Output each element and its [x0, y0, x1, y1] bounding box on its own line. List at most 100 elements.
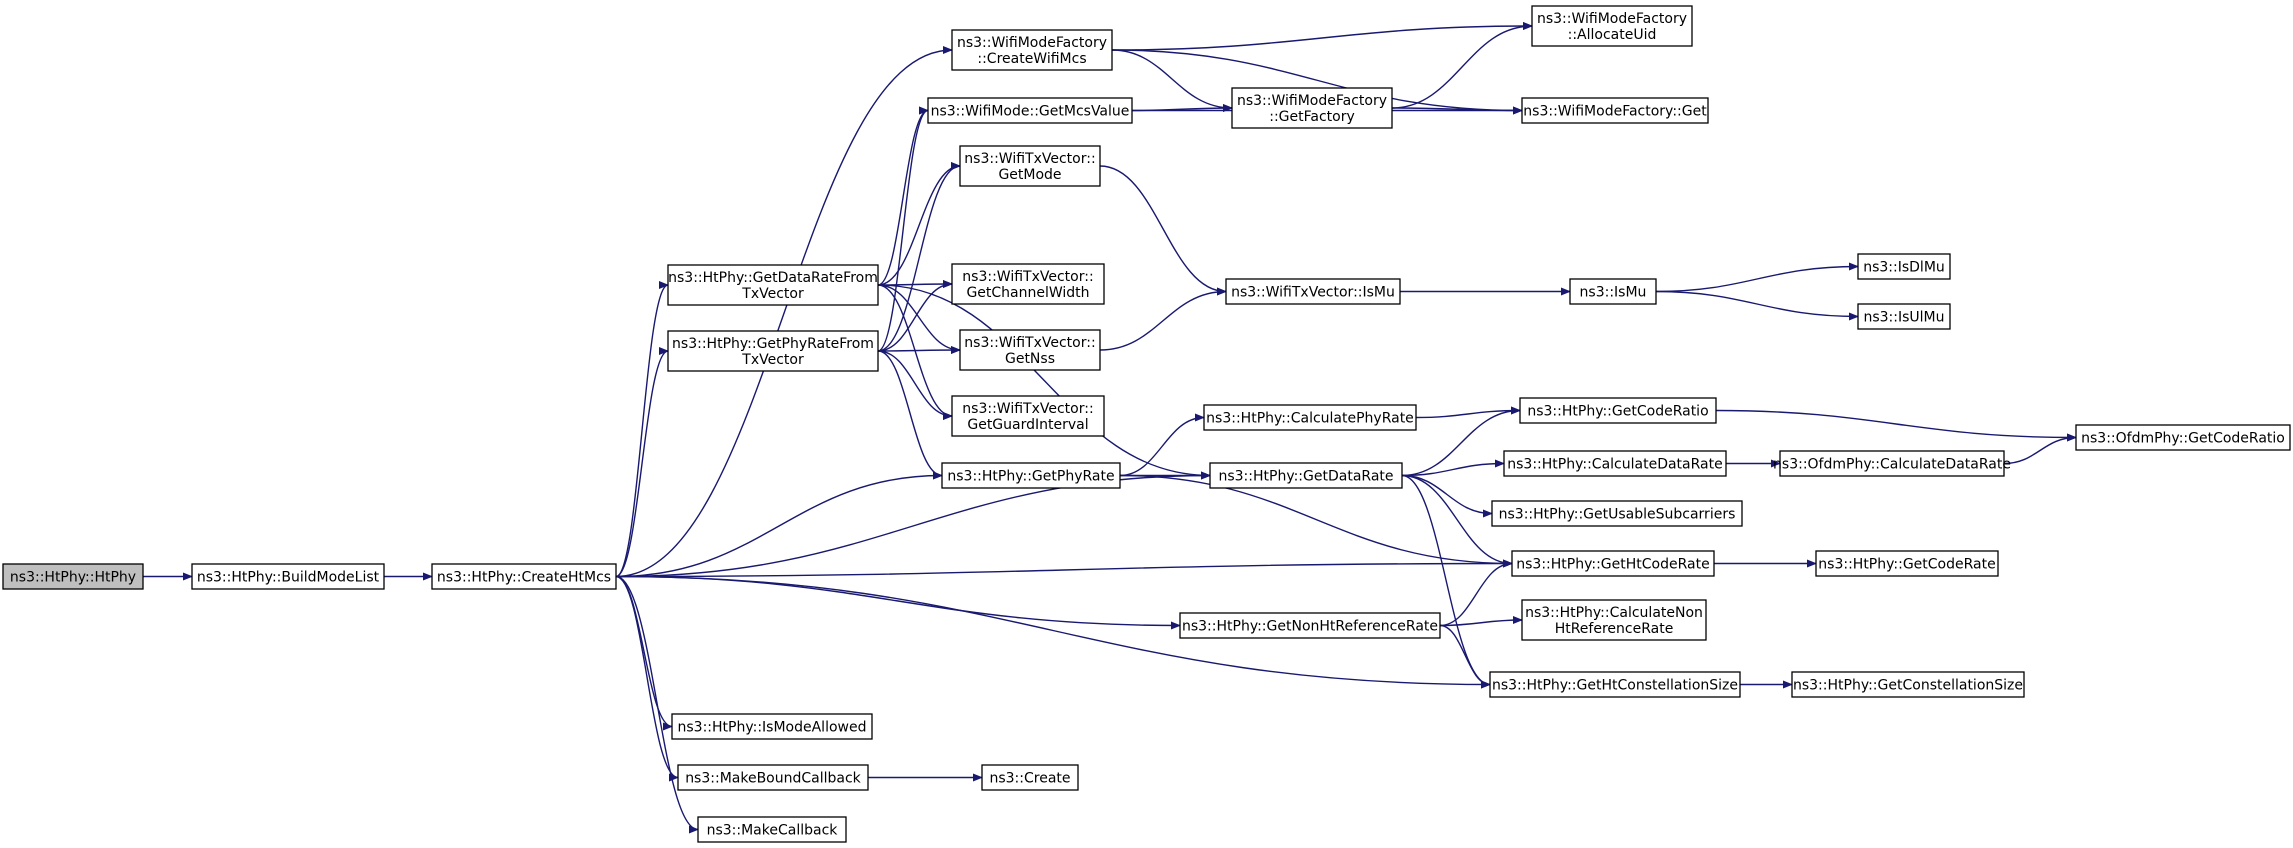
node-box-makecallback[interactable]	[697, 816, 847, 843]
node-gethtconstellationsize[interactable]: ns3::HtPhy::GetHtConstellationSize	[1489, 671, 1741, 698]
edge-getfactory-to-factoryget	[1391, 106, 1523, 115]
node-getnonhtreferencerate[interactable]: ns3::HtPhy::GetNonHtReferenceRate	[1179, 612, 1441, 639]
node-box-ofdmcalculatedatarate[interactable]	[1779, 450, 2005, 477]
node-box-getusablesubcarriers[interactable]	[1491, 500, 1743, 527]
node-htphy[interactable]: ns3::HtPhy::HtPhy	[2, 563, 144, 590]
node-getfactory[interactable]: ns3::WifiModeFactory::GetFactory	[1231, 87, 1393, 129]
node-box-getfactory[interactable]	[1231, 87, 1393, 129]
node-label-makeboundcallback-line-0: ns3::MakeBoundCallback	[685, 771, 861, 787]
node-createwifimcs[interactable]: ns3::WifiModeFactory::CreateWifiMcs	[951, 29, 1113, 71]
node-getdatarate[interactable]: ns3::HtPhy::GetDataRate	[1209, 462, 1403, 489]
node-box-getcoderate[interactable]	[1815, 550, 1999, 577]
node-getcoderatio[interactable]: ns3::HtPhy::GetCodeRatio	[1519, 397, 1717, 424]
node-box-getconstellationsize[interactable]	[1791, 671, 2025, 698]
node-box-getnss[interactable]	[959, 329, 1101, 371]
node-calculatephyrate[interactable]: ns3::HtPhy::CalculatePhyRate	[1203, 404, 1417, 431]
node-label-txismu-line-0: ns3::WifiTxVector::IsMu	[1231, 285, 1395, 301]
node-box-ismodeallowed[interactable]	[671, 713, 873, 740]
node-box-getcoderatio[interactable]	[1519, 397, 1717, 424]
node-label-getnss-line-0: ns3::WifiTxVector::	[964, 335, 1095, 351]
node-getphyrate[interactable]: ns3::HtPhy::GetPhyRate	[941, 462, 1121, 489]
node-box-gethtcoderate[interactable]	[1511, 550, 1715, 577]
edge-createwifimcs-to-factoryget	[1111, 49, 1523, 115]
node-box-getnonhtreferencerate[interactable]	[1179, 612, 1441, 639]
node-ismu[interactable]: ns3::IsMu	[1569, 278, 1657, 305]
node-box-txgetmode[interactable]	[959, 145, 1101, 187]
node-box-calculatenonhtreferencerate[interactable]	[1521, 599, 1707, 641]
node-box-isulmu[interactable]	[1857, 303, 1951, 330]
edge-getdatarate-to-calculatedatarate	[1401, 459, 1505, 477]
edge-getdataratefromtx-to-getdatarate	[877, 284, 1211, 480]
node-box-getphyrate[interactable]	[941, 462, 1121, 489]
node-ofdmcalculatedatarate[interactable]: ns3::OfdmPhy::CalculateDataRate	[1773, 450, 2011, 477]
node-label-buildmodelist-line-0: ns3::HtPhy::BuildModeList	[197, 570, 380, 586]
edge-getnonhtreferencerate-to-calculatenonhtreferencerate	[1439, 616, 1523, 627]
node-create[interactable]: ns3::Create	[981, 764, 1079, 791]
node-box-calculatephyrate[interactable]	[1203, 404, 1417, 431]
node-box-ismu[interactable]	[1569, 278, 1657, 305]
node-box-makeboundcallback[interactable]	[677, 764, 869, 791]
node-factoryget[interactable]: ns3::WifiModeFactory::Get	[1521, 97, 1709, 124]
node-box-getchannelwidth[interactable]	[951, 263, 1105, 305]
node-makeboundcallback[interactable]: ns3::MakeBoundCallback	[677, 764, 869, 791]
node-label-gethtconstellationsize-line-0: ns3::HtPhy::GetHtConstellationSize	[1492, 678, 1738, 694]
node-getchannelwidth[interactable]: ns3::WifiTxVector::GetChannelWidth	[951, 263, 1105, 305]
node-box-isdlmu[interactable]	[1857, 253, 1951, 280]
node-box-createwifimcs[interactable]	[951, 29, 1113, 71]
node-calculatedatarate[interactable]: ns3::HtPhy::CalculateDataRate	[1503, 450, 1727, 477]
node-ismodeallowed[interactable]: ns3::HtPhy::IsModeAllowed	[671, 713, 873, 740]
node-box-create[interactable]	[981, 764, 1079, 791]
node-box-getdatarate[interactable]	[1209, 462, 1403, 489]
node-label-getusablesubcarriers-line-0: ns3::HtPhy::GetUsableSubcarriers	[1499, 507, 1736, 523]
node-box-factoryget[interactable]	[1521, 97, 1709, 124]
node-label-createwifimcs-line-1: ::CreateWifiMcs	[977, 51, 1086, 67]
node-box-getphyratefromtx[interactable]	[667, 330, 879, 372]
edge-getphyratefromtx-to-getphyrate	[877, 350, 943, 480]
node-box-allocateuid[interactable]	[1531, 5, 1693, 47]
node-label-getcoderatio-line-0: ns3::HtPhy::GetCodeRatio	[1527, 404, 1708, 420]
node-getnss[interactable]: ns3::WifiTxVector::GetNss	[959, 329, 1101, 371]
node-getguardinterval[interactable]: ns3::WifiTxVector::GetGuardInterval	[951, 395, 1105, 437]
node-label-ismu-line-0: ns3::IsMu	[1580, 285, 1647, 301]
edge-ofdmcalculatedatarate-to-ofdmgetcoderatio	[2003, 433, 2077, 465]
node-getcoderate[interactable]: ns3::HtPhy::GetCodeRate	[1815, 550, 1999, 577]
node-txgetmode[interactable]: ns3::WifiTxVector::GetMode	[959, 145, 1101, 187]
node-box-getguardinterval[interactable]	[951, 395, 1105, 437]
node-getmcsvalue[interactable]: ns3::WifiMode::GetMcsValue	[927, 97, 1133, 124]
node-getconstellationsize[interactable]: ns3::HtPhy::GetConstellationSize	[1791, 671, 2025, 698]
edge-getdataratefromtx-to-getmcsvalue	[877, 106, 929, 286]
node-box-calculatedatarate[interactable]	[1503, 450, 1727, 477]
node-gethtcoderate[interactable]: ns3::HtPhy::GetHtCodeRate	[1511, 550, 1715, 577]
edge-getphyratefromtx-to-txgetmode	[877, 162, 961, 352]
edge-createhtmcs-to-gethtcoderate	[615, 559, 1513, 578]
node-txismu[interactable]: ns3::WifiTxVector::IsMu	[1225, 278, 1401, 305]
node-box-getdataratefromtx[interactable]	[667, 264, 879, 306]
edges-layer	[142, 22, 2077, 834]
node-box-txismu[interactable]	[1225, 278, 1401, 305]
node-label-getnss-line-1: GetNss	[1005, 351, 1055, 367]
node-box-createhtmcs[interactable]	[431, 563, 617, 590]
node-ofdmgetcoderatio[interactable]: ns3::OfdmPhy::GetCodeRatio	[2075, 424, 2291, 451]
edge-getdatarate-to-gethtconstellationsize	[1401, 474, 1491, 689]
node-box-htphy[interactable]	[2, 563, 144, 590]
node-label-getconstellationsize-line-0: ns3::HtPhy::GetConstellationSize	[1793, 678, 2023, 694]
node-label-isulmu-line-0: ns3::IsUlMu	[1863, 310, 1944, 326]
node-box-buildmodelist[interactable]	[191, 563, 385, 590]
node-makecallback[interactable]: ns3::MakeCallback	[697, 816, 847, 843]
node-box-getmcsvalue[interactable]	[927, 97, 1133, 124]
node-getusablesubcarriers[interactable]: ns3::HtPhy::GetUsableSubcarriers	[1491, 500, 1743, 527]
node-box-ofdmgetcoderatio[interactable]	[2075, 424, 2291, 451]
node-box-gethtconstellationsize[interactable]	[1489, 671, 1741, 698]
edge-getdatarate-to-getusablesubcarriers	[1401, 474, 1493, 518]
node-buildmodelist[interactable]: ns3::HtPhy::BuildModeList	[191, 563, 385, 590]
node-isdlmu[interactable]: ns3::IsDlMu	[1857, 253, 1951, 280]
node-createhtmcs[interactable]: ns3::HtPhy::CreateHtMcs	[431, 563, 617, 590]
node-label-txgetmode-line-1: GetMode	[998, 167, 1061, 183]
node-isulmu[interactable]: ns3::IsUlMu	[1857, 303, 1951, 330]
node-allocateuid[interactable]: ns3::WifiModeFactory::AllocateUid	[1531, 5, 1693, 47]
edge-createhtmcs-to-createwifimcs	[615, 46, 953, 578]
